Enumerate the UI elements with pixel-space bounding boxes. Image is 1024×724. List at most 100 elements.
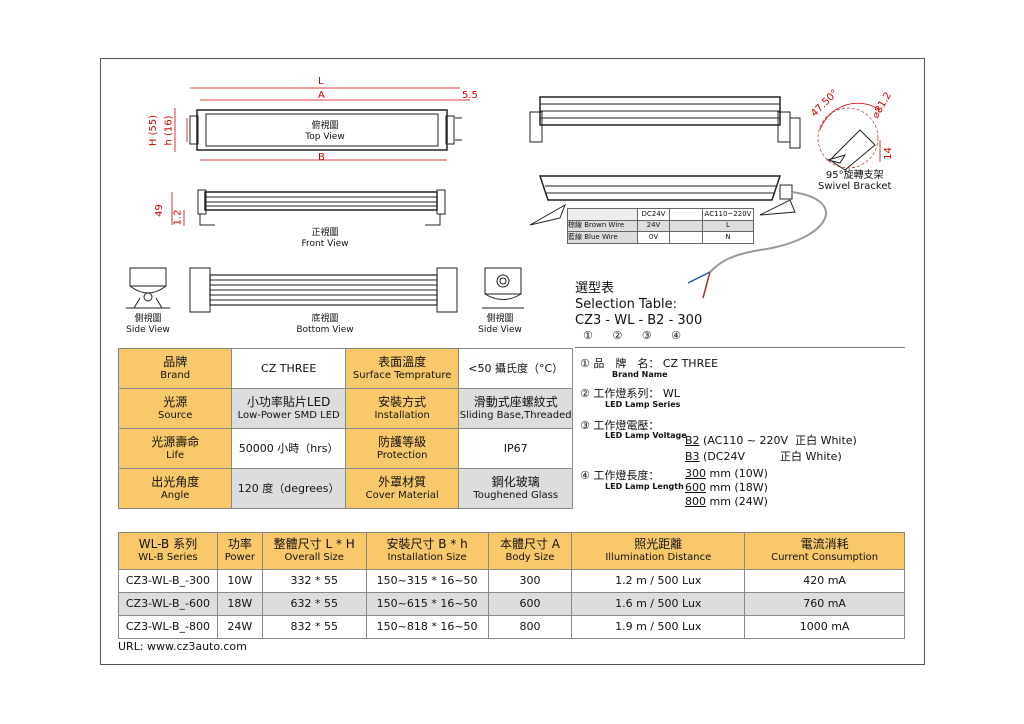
dim-A: A xyxy=(318,90,325,101)
spec-text-en: Toughened Glass xyxy=(473,489,559,501)
header-text-en: Installation Size xyxy=(387,552,467,563)
table-cell: 150~615 * 16~50 xyxy=(365,592,489,616)
table-cell: 600 xyxy=(487,592,573,616)
length-option-600: 600 mm (18W) xyxy=(685,481,768,494)
spec-text-cn: 品牌 xyxy=(163,354,188,369)
voltage-option-b2: B2 (AC110 ~ 220V 正白 White) xyxy=(685,434,857,447)
length-option-800: 800 mm (24W) xyxy=(685,495,768,508)
front-view-dims xyxy=(171,192,185,226)
cable xyxy=(709,191,827,273)
spec-text-en: Installation xyxy=(374,409,430,421)
header-text-cn: 照光距離 xyxy=(634,537,683,551)
front-view-drawing xyxy=(197,189,446,226)
header-text-en: Illumination Distance xyxy=(605,552,712,563)
spec-text-cn: 出光角度 xyxy=(151,474,200,489)
table-cell: 300 xyxy=(487,569,573,593)
selection-item-series: ② 工作燈系列： WL xyxy=(580,387,680,400)
header-text-cn: WL-B 系列 xyxy=(138,537,198,551)
spec-text-cn: 小功率貼片LED xyxy=(246,394,331,409)
dim-h: h (16) xyxy=(163,115,175,146)
spec-text-cn: 滑動式座螺紋式 xyxy=(473,394,558,409)
brown-wire xyxy=(702,271,711,299)
selection-item-length: ④ 工作燈長度： xyxy=(580,469,660,482)
table-cell: 24W xyxy=(216,615,263,639)
brand-name-label: Brand Name xyxy=(612,370,668,379)
dim-H: H (55) xyxy=(148,114,160,147)
table-cell: 800 xyxy=(487,615,573,639)
spec-text: CZ THREE xyxy=(261,361,317,375)
table-cell: 150~818 * 16~50 xyxy=(365,615,489,639)
selection-markers: ① ② ③ ④ xyxy=(583,329,681,342)
spec-text-en: Protection xyxy=(376,449,428,461)
table-cell: 1.2 m / 500 Lux xyxy=(571,569,746,593)
header-text-cn: 本體尺寸 A xyxy=(499,537,560,551)
header-text-en: WL-B Series xyxy=(138,552,198,563)
table-cell: 1.9 m / 500 Lux xyxy=(571,615,746,639)
table-cell: 10W xyxy=(216,569,263,593)
voltage-label: LED Lamp Voltage xyxy=(605,431,687,440)
blue-wire xyxy=(687,271,711,284)
spec-value: <50 攝氏度（°C） xyxy=(458,348,573,389)
top-view-drawing xyxy=(189,109,462,151)
selection-title-en: Selection Table: xyxy=(575,297,678,312)
iso-view-top xyxy=(529,96,801,149)
swivel-bracket-drawing xyxy=(817,102,881,171)
dim-14: 14 xyxy=(882,147,894,160)
header-text-en: Body Size xyxy=(505,552,555,563)
dim-offset: 5.5 xyxy=(462,90,478,101)
spec-text: 50000 小時（hrs） xyxy=(238,441,339,455)
table-cell: 18W xyxy=(216,592,263,616)
table-cell: 420 mA xyxy=(744,569,905,593)
top-view-dims xyxy=(174,87,470,161)
spec-text-cn: 外罩材質 xyxy=(378,474,427,489)
spec-text-en: Source xyxy=(158,409,193,421)
header-text-en: Power xyxy=(224,552,255,563)
spec-value: IP67 xyxy=(458,428,573,469)
spec-text: <50 攝氏度（°C） xyxy=(468,361,564,375)
spec-text: 120 度（degrees） xyxy=(237,481,340,495)
spec-text-cn: 表面溫度 xyxy=(378,354,427,369)
divider xyxy=(575,347,905,348)
series-label: LED Lamp Series xyxy=(605,400,681,409)
dim-49: 49 xyxy=(153,204,165,217)
selection-item-voltage: ③ 工作燈電壓： xyxy=(580,419,660,432)
table-cell: 332 * 55 xyxy=(261,569,367,593)
length-label: LED Lamp Length xyxy=(605,482,684,491)
table-cell: 1000 mA xyxy=(744,615,905,639)
header-text-cn: 安裝尺寸 B * h xyxy=(386,537,468,551)
header-text-cn: 功率 xyxy=(227,537,252,551)
dim-1-2: 1.2 xyxy=(172,209,184,226)
dim-B: B xyxy=(318,152,325,163)
header-text-cn: 電流消耗 xyxy=(800,537,849,551)
spec-text-cn: 鋼化玻璃 xyxy=(491,474,540,489)
table-cell: CZ3-WL-B_-800 xyxy=(118,615,218,639)
side-view-left-drawing xyxy=(126,267,170,309)
header-text-cn: 整體尺寸 L * H xyxy=(273,537,355,551)
spec-text-cn: 防護等級 xyxy=(378,434,427,449)
table-cell: 832 * 55 xyxy=(261,615,367,639)
selection-item-brand: ① 品 牌 名： CZ THREE xyxy=(580,357,719,370)
spec-text-en: Cover Material xyxy=(365,489,439,501)
bottom-view-drawing xyxy=(189,267,458,313)
